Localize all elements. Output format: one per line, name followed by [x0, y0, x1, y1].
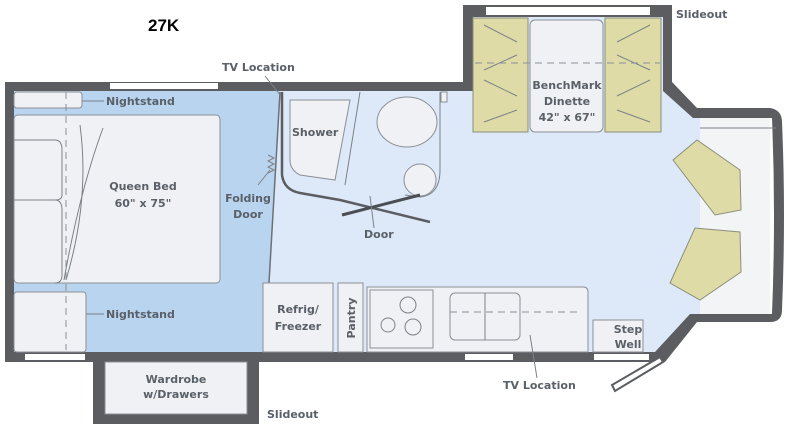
- dinette-bench-left: [472, 17, 529, 133]
- bathroom-wall: [280, 92, 431, 224]
- nightstand-bottom: [13, 291, 87, 353]
- label-dinette: BenchMark: [532, 79, 602, 92]
- label-step-well-2: Well: [615, 338, 642, 351]
- label-refrigerator: Refrig/: [277, 303, 320, 316]
- label-slideout-top: Slideout: [676, 8, 727, 21]
- label-refrigerator-2: Freezer: [275, 320, 322, 333]
- label-door: Door: [364, 228, 394, 241]
- label-pantry: Pantry: [345, 298, 358, 339]
- model-title: 27K: [148, 16, 180, 35]
- label-nightstand-bottom: Nightstand: [106, 308, 175, 321]
- label-dinette-size: 42" x 67": [539, 111, 596, 124]
- windows: [25, 7, 650, 360]
- shower: [289, 99, 351, 181]
- label-folding-door-2: Door: [233, 208, 263, 221]
- label-folding-door: Folding: [225, 192, 271, 205]
- label-queen-bed: Queen Bed: [109, 180, 176, 193]
- cab-seat-driver: [669, 227, 742, 301]
- label-dinette-2: Dinette: [544, 95, 590, 108]
- toilet: [376, 96, 438, 148]
- label-wardrobe: Wardrobe: [146, 373, 207, 386]
- nightstand-top: [13, 91, 83, 109]
- label-shower: Shower: [292, 126, 339, 139]
- entry-door[interactable]: [610, 355, 665, 393]
- stove: [369, 289, 434, 349]
- bathroom-door[interactable]: [341, 193, 421, 217]
- folding-door-icon: [266, 154, 276, 174]
- leader-lines: [82, 75, 282, 315]
- label-nightstand-top: Nightstand: [106, 95, 175, 108]
- dinette-bench-right: [604, 17, 662, 133]
- label-tv-location-bottom: TV Location: [503, 379, 576, 392]
- step-well: [592, 319, 644, 353]
- dinette-table: [529, 19, 604, 133]
- cab-seat-passenger: [672, 139, 742, 216]
- label-step-well: Step: [614, 323, 643, 336]
- pantry: [337, 282, 364, 353]
- wardrobe: [104, 361, 248, 415]
- label-wardrobe-2: w/Drawers: [143, 388, 209, 401]
- label-slideout-bottom: Slideout: [267, 408, 318, 421]
- label-queen-bed-size: 60" x 75": [115, 197, 172, 210]
- refrigerator: [262, 282, 334, 353]
- label-tv-location-top: TV Location: [222, 61, 295, 74]
- bathroom-sink: [403, 163, 437, 197]
